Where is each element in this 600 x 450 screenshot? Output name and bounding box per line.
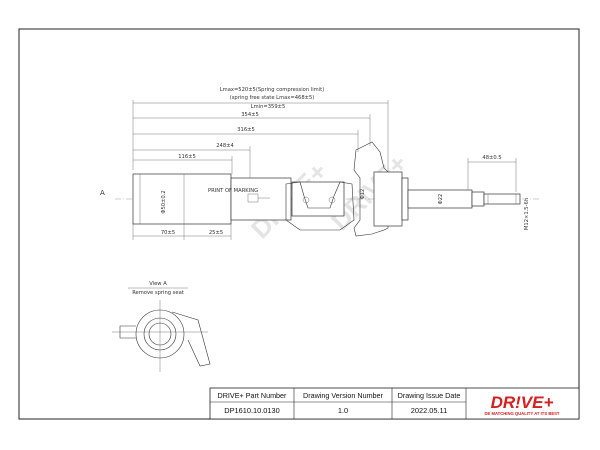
view-a-detail: View A Remove spring seat [112, 281, 211, 372]
dim-354: 354±5 [241, 112, 259, 118]
rod-end [471, 191, 485, 207]
remove-spring-label: Remove spring seat [132, 290, 184, 296]
dim-thread: M12×1.5-6h [524, 198, 530, 230]
dim-dia22: Φ22 [438, 194, 444, 205]
dim-25: 25±5 [209, 230, 223, 236]
brand-logo: DR!VE+ [491, 393, 554, 412]
dim-48: 48±0.5 [482, 155, 501, 161]
dim-70: 70±5 [161, 230, 175, 236]
thread-end [483, 193, 521, 205]
title-block: DRIVE+ Part Number Drawing Version Numbe… [209, 387, 580, 420]
tb-part-number: DP1610.10.0130 [224, 406, 279, 415]
dim-316: 316±5 [237, 127, 255, 133]
spring-seat-lower [291, 181, 345, 217]
top-dimensions: Lmax=520±5(Spring compression limit) (sp… [132, 87, 517, 192]
tb-header-part-number: DRIVE+ Part Number [218, 391, 288, 400]
top-mount [401, 177, 409, 221]
tube-section [230, 177, 292, 221]
print-note: PRINT OF MARKING [208, 188, 258, 194]
bottom-dimensions: 70±5 25±5 [132, 218, 232, 240]
tb-header-issue-date: Drawing Issue Date [398, 391, 461, 400]
tb-issue-date: 2022.05.11 [411, 406, 447, 415]
dim-lmin: Lmin=359±5 [251, 104, 286, 110]
shock-absorber-body [132, 136, 521, 237]
upper-spring-seat [353, 141, 389, 237]
dim-dia50: Φ50±0.2 [161, 190, 167, 213]
view-a-bracket [171, 311, 211, 367]
knuckle-bracket [285, 181, 355, 231]
brand-tagline: DE MATCHING QUALITY AT ITS BEST [485, 411, 560, 416]
dim-dia12: Φ12 [360, 189, 366, 200]
outer-tube [132, 173, 232, 225]
tb-version: 1.0 [338, 406, 348, 415]
view-a-label: View A [149, 281, 167, 287]
dim-lmax: Lmax=520±5(Spring compression limit) [220, 87, 324, 93]
view-marker-a: A [100, 189, 105, 197]
dim-248: 248±4 [216, 143, 234, 149]
dim-free-state: (spring free state Lmax=468±5) [230, 95, 315, 101]
tb-header-version: Drawing Version Number [303, 391, 384, 400]
dim-116: 116±5 [178, 154, 196, 160]
